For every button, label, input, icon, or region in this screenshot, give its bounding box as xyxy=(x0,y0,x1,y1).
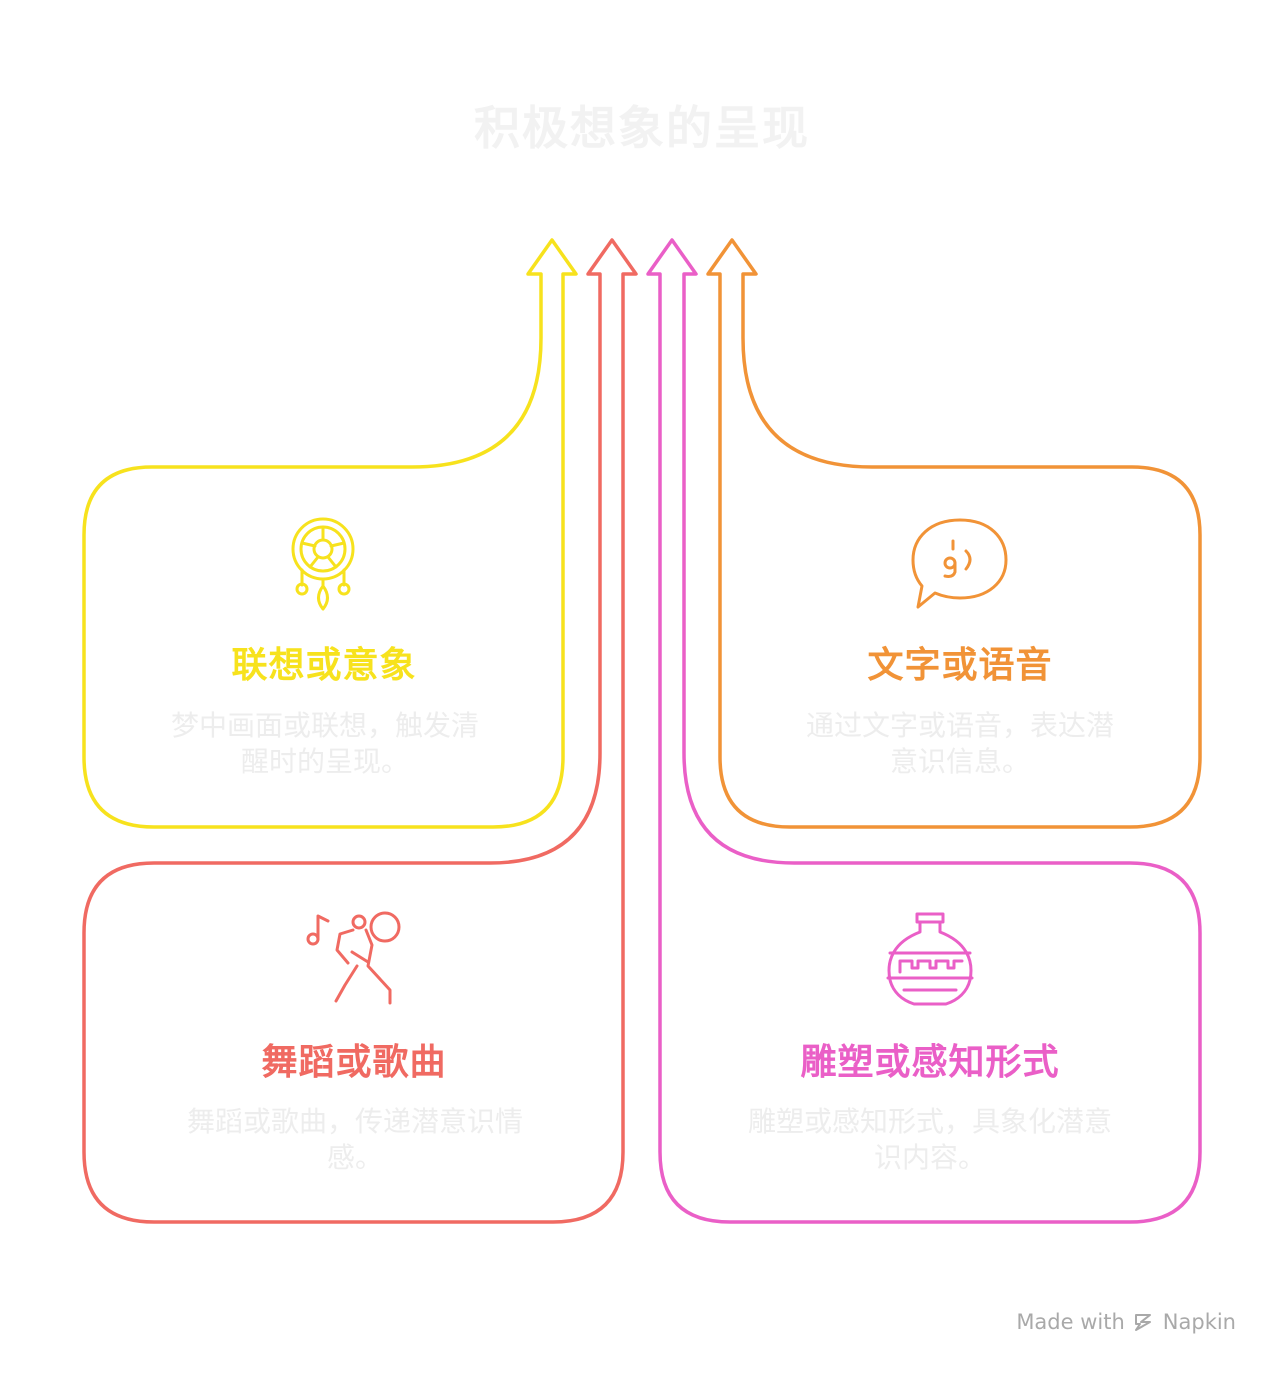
card-title-association: 联想或意象 xyxy=(231,645,417,686)
card-desc-line: 梦中画面或联想，触发清 xyxy=(170,709,479,742)
card-title-sculpture: 雕塑或感知形式 xyxy=(800,1042,1060,1083)
card-desc-line: 舞蹈或歌曲，传递潜意识情 xyxy=(186,1105,523,1138)
card-outline-sculpture xyxy=(646,238,1202,1224)
card-desc-line: 感。 xyxy=(326,1141,383,1174)
card-outline-dance-song xyxy=(82,238,638,1224)
napkin-brand-label: Napkin xyxy=(1162,1310,1236,1334)
speech-bubble-sound-icon xyxy=(911,518,1008,609)
card-desc-sculpture: 雕塑或感知形式，具象化潜意 识内容。 xyxy=(720,1104,1140,1176)
card-desc-line: 醒时的呈现。 xyxy=(240,745,409,778)
card-outline-text-voice xyxy=(706,238,1202,829)
card-desc-line: 意识信息。 xyxy=(889,745,1030,778)
card-desc-text-voice: 通过文字或语音，表达潜 意识信息。 xyxy=(775,708,1145,780)
card-title-text-voice: 文字或语音 xyxy=(867,645,1053,686)
made-with-label: Made with xyxy=(1016,1310,1125,1334)
card-title-dance-song: 舞蹈或歌曲 xyxy=(261,1042,447,1083)
dancer-music-icon xyxy=(306,911,401,1005)
card-outline-association xyxy=(82,238,578,829)
napkin-logo-icon xyxy=(1134,1314,1151,1331)
card-desc-line: 通过文字或语音，表达潜 xyxy=(805,709,1114,742)
card-desc-dance-song: 舞蹈或歌曲，传递潜意识情 感。 xyxy=(150,1104,560,1176)
dreamcatcher-icon xyxy=(291,517,355,611)
footer-attribution[interactable]: Made with Napkin xyxy=(1016,1310,1236,1334)
card-desc-association: 梦中画面或联想，触发清 醒时的呈现。 xyxy=(140,708,510,780)
card-desc-line: 识内容。 xyxy=(873,1141,986,1174)
card-desc-line: 雕塑或感知形式，具象化潜意 xyxy=(747,1105,1112,1138)
diagram-title: 积极想象的呈现 xyxy=(474,101,810,155)
vase-icon xyxy=(886,912,974,1006)
